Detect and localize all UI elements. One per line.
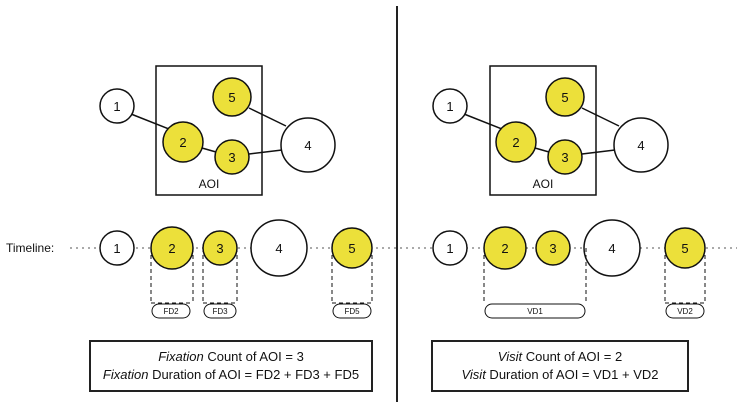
aoi-box-right (489, 65, 597, 196)
fixation-label-3: 3 (228, 150, 235, 165)
fixation-label-1: 1 (113, 99, 120, 114)
visit-count-line: Visit Count of AOI = 2 (433, 348, 687, 366)
visit-count-text: Count of AOI = 2 (522, 349, 623, 364)
left-scanpath: AOI 1 2 3 4 5 (99, 65, 336, 196)
segment-label-vd2: VD2 (677, 307, 693, 316)
timeline-fixation-4 (250, 219, 308, 277)
segment-label-vd1: VD1 (527, 307, 543, 316)
fixation-label-4-right: 4 (637, 138, 644, 153)
visit-count-italic: Visit (497, 349, 523, 364)
fixation-duration-text: Duration of AOI = FD2 + FD3 + FD5 (148, 367, 360, 382)
left-duration-brackets (150, 248, 373, 304)
path-2-3-right (534, 147, 550, 153)
path-3-4-right (581, 149, 616, 155)
path-1-2-right (463, 113, 508, 132)
path-1-2 (130, 113, 175, 132)
timeline-fixation-label-5: 5 (348, 241, 355, 256)
fixation-circle-5-right (545, 77, 585, 117)
fixation-circle-5 (212, 77, 252, 117)
fixation-count-line: Fixation Count of AOI = 3 (91, 348, 371, 366)
timeline-fixation-label-5-right: 5 (681, 241, 688, 256)
timeline-fixation-label-4: 4 (275, 241, 282, 256)
fixation-label-5: 5 (228, 90, 235, 105)
fixation-circle-4-right (613, 117, 669, 173)
segment-pill-fd5 (332, 303, 372, 319)
right-duration-brackets (483, 248, 706, 304)
path-3-4 (248, 149, 283, 155)
fixation-label-4: 4 (304, 138, 311, 153)
aoi-box-left (155, 65, 263, 196)
fixation-label-1-right: 1 (446, 99, 453, 114)
fixation-circle-2-right (495, 121, 537, 163)
segment-pill-vd2 (665, 303, 705, 319)
fixation-label-5-right: 5 (561, 90, 568, 105)
segment-pill-fd2 (151, 303, 191, 319)
timeline-label: Timeline: (6, 241, 54, 255)
timeline-fixation-label-1: 1 (113, 241, 120, 256)
timeline-fixation-label-4-right: 4 (608, 241, 615, 256)
fixation-duration-italic: Fixation (102, 367, 149, 382)
fixation-circle-4 (280, 117, 336, 173)
visit-duration-italic: Visit (461, 367, 486, 382)
segment-label-fd3: FD3 (212, 307, 228, 316)
path-5-4-right (581, 107, 620, 127)
timeline-fixation-label-3: 3 (216, 241, 223, 256)
timeline-fixation-1 (99, 230, 135, 266)
timeline-fixation-label-1-right: 1 (446, 241, 453, 256)
fixation-label-2-right: 2 (512, 135, 519, 150)
timeline-fixation-4-right (583, 219, 641, 277)
path-5-4 (248, 107, 287, 127)
segment-pill-fd3 (203, 303, 237, 319)
fixation-count-text: Count of AOI = 3 (203, 349, 304, 364)
fixation-count-italic: Fixation (158, 349, 204, 364)
fixation-circle-3 (214, 139, 250, 175)
segment-label-fd2: FD2 (163, 307, 179, 316)
fixation-label-2: 2 (179, 135, 186, 150)
right-timeline: 1 2 3 4 5 VD1 VD2 (432, 219, 706, 319)
fixation-circle-3-right (547, 139, 583, 175)
path-2-3 (201, 147, 217, 153)
visit-duration-text: Duration of AOI = VD1 + VD2 (485, 367, 659, 382)
fixation-duration-line: Fixation Duration of AOI = FD2 + FD3 + F… (91, 366, 371, 384)
timeline-fixation-label-2: 2 (168, 241, 175, 256)
aoi-label-right: AOI (533, 177, 554, 191)
segment-label-fd5: FD5 (344, 307, 360, 316)
fixation-summary-box: Fixation Count of AOI = 3 Fixation Durat… (89, 340, 373, 392)
right-scanpath: AOI 1 2 3 4 5 (432, 65, 669, 196)
timeline-fixation-3-right (535, 230, 571, 266)
fixation-circle-1 (99, 88, 135, 124)
fixation-label-3-right: 3 (561, 150, 568, 165)
fixation-circle-2 (162, 121, 204, 163)
segment-pill-vd1 (484, 303, 586, 319)
timeline-fixation-label-2-right: 2 (501, 241, 508, 256)
left-timeline: 1 2 3 4 5 FD2 FD3 FD5 (99, 219, 373, 319)
aoi-label-left: AOI (199, 177, 220, 191)
fixation-circle-1-right (432, 88, 468, 124)
timeline-fixation-1-right (432, 230, 468, 266)
visit-duration-line: Visit Duration of AOI = VD1 + VD2 (433, 366, 687, 384)
timeline-fixation-label-3-right: 3 (549, 241, 556, 256)
visit-summary-box: Visit Count of AOI = 2 Visit Duration of… (431, 340, 689, 392)
